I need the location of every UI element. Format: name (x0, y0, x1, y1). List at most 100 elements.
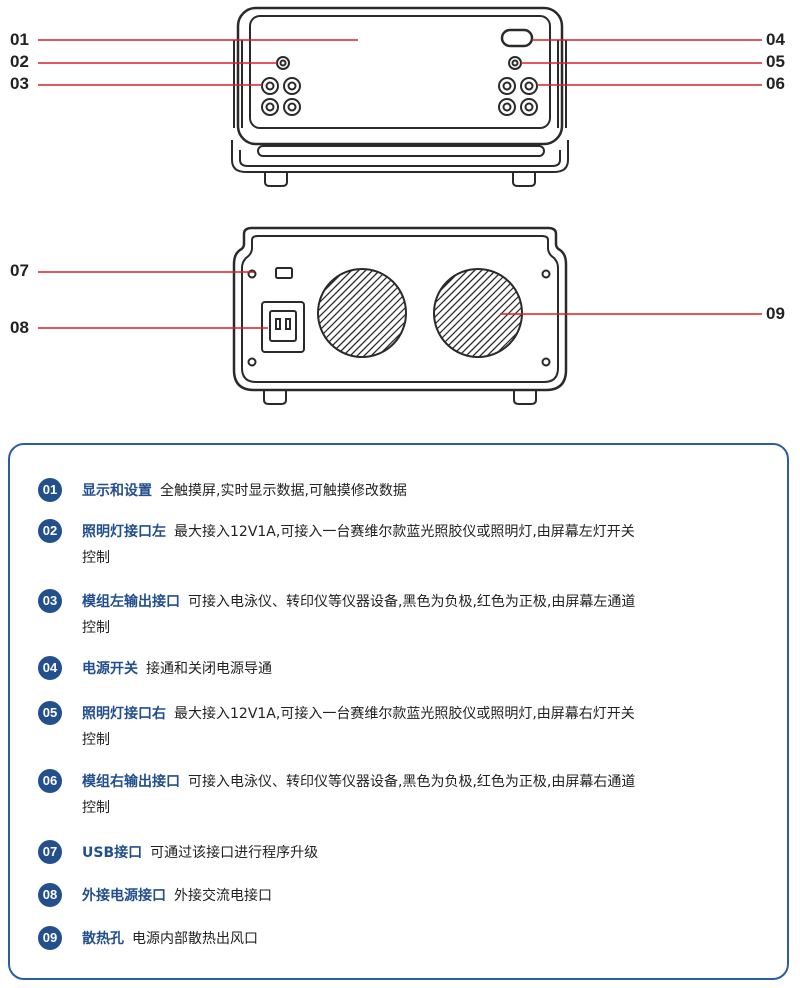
vent-slat (376, 269, 406, 357)
item-desc: 外接交流电接口 (174, 888, 272, 904)
vent-slat (434, 269, 498, 357)
item-title: 电源开关 (82, 661, 138, 677)
item-badge: 09 (38, 926, 62, 950)
item-desc-continued: 控制 (82, 800, 110, 816)
item-desc: 可通过该接口进行程序升级 (150, 845, 319, 861)
vent-slat (318, 269, 354, 357)
item-title: 模组左输出接口 (82, 594, 180, 610)
list-item-06: 06 模组右输出接口可接入电泳仪、转印仪等仪器设备,黑色为负极,红色为正极,由屏… (38, 769, 758, 821)
callout-label-07: 07 (10, 261, 29, 280)
callout-label-06: 06 (766, 74, 785, 93)
item-desc: 可接入电泳仪、转印仪等仪器设备,黑色为负极,红色为正极,由屏幕右通道 (188, 774, 636, 790)
vent-slat (318, 269, 368, 357)
vent-slat (318, 269, 326, 357)
vent-slat (327, 269, 406, 357)
item-badge: 05 (38, 701, 62, 725)
item-title: 模组右输出接口 (82, 774, 180, 790)
description-panel (8, 443, 789, 980)
list-item-05: 05 照明灯接口右最大接入12V1A,可接入一台赛维尔款蓝光照胶仪或照明灯,由屏… (38, 701, 758, 753)
item-badge: 08 (38, 883, 62, 907)
item-title: 散热孔 (82, 931, 124, 947)
vent-slat (320, 269, 406, 357)
item-desc: 可接入电泳仪、转印仪等仪器设备,黑色为负极,红色为正极,由屏幕左通道 (188, 594, 636, 610)
callout-label-09: 09 (766, 304, 785, 323)
item-desc-continued: 控制 (82, 620, 110, 636)
list-item-08: 08 外接电源接口外接交流电接口 (38, 883, 758, 909)
callout-label-01: 01 (10, 30, 29, 49)
item-title: 外接电源接口 (82, 888, 166, 904)
vent-slat (434, 269, 491, 357)
vent-slat (485, 269, 522, 357)
item-text: 外接电源接口外接交流电接口 (82, 883, 272, 909)
vent-slat (471, 269, 522, 357)
vent-slat (506, 269, 522, 357)
item-text: 模组右输出接口可接入电泳仪、转印仪等仪器设备,黑色为负极,红色为正极,由屏幕右通… (82, 769, 635, 821)
item-desc-continued: 控制 (82, 732, 110, 748)
vent-slat (434, 269, 519, 357)
vent-slat (436, 269, 522, 357)
list-item-01: 01 显示和设置全触摸屏,实时显示数据,可触摸修改数据 (38, 478, 758, 504)
vent-slat (362, 269, 406, 357)
item-badge: 01 (38, 478, 62, 502)
list-item-03: 03 模组左输出接口可接入电泳仪、转印仪等仪器设备,黑色为负极,红色为正极,由屏… (38, 589, 758, 641)
vent-slat (478, 269, 522, 357)
vent-slat (397, 269, 406, 357)
callout-label-04: 04 (766, 30, 785, 49)
vent-slat (355, 269, 406, 357)
item-desc: 最大接入12V1A,可接入一台赛维尔款蓝光照胶仪或照明灯,由屏幕右灯开关 (174, 706, 635, 722)
callout-label-02: 02 (10, 52, 29, 71)
vent-slat (318, 269, 389, 357)
vent-slat (492, 269, 522, 357)
list-item-09: 09 散热孔电源内部散热出风口 (38, 926, 758, 952)
callout-label-03: 03 (10, 74, 29, 93)
vent-slat (443, 269, 522, 357)
item-title: 照明灯接口左 (82, 524, 166, 540)
device-rear-view (38, 226, 762, 405)
vent-slat (434, 269, 470, 357)
vent-slat (348, 269, 406, 357)
item-desc: 全触摸屏,实时显示数据,可触摸修改数据 (160, 483, 407, 499)
item-badge: 07 (38, 840, 62, 864)
vent-slat (341, 269, 406, 357)
vent-slat (434, 269, 505, 357)
vent-slat (434, 269, 477, 357)
vent-slat (434, 269, 512, 357)
item-desc: 电源内部散热出风口 (132, 931, 258, 947)
vent-slat (318, 269, 347, 357)
vent-slat (318, 269, 382, 357)
vent-slat (334, 269, 406, 357)
item-text: 模组左输出接口可接入电泳仪、转印仪等仪器设备,黑色为负极,红色为正极,由屏幕左通… (82, 589, 635, 641)
vent-slat (318, 269, 375, 357)
vent-slat (464, 269, 522, 357)
vent-slat (434, 269, 463, 357)
vent-slat (318, 269, 361, 357)
callout-label-08: 08 (10, 318, 29, 337)
callout-label-05: 05 (766, 52, 785, 71)
vent-slat (383, 269, 406, 357)
item-badge: 06 (38, 769, 62, 793)
device-front-view (38, 6, 762, 187)
item-desc: 最大接入12V1A,可接入一台赛维尔款蓝光照胶仪或照明灯,由屏幕左灯开关 (174, 524, 635, 540)
vent-slat (434, 269, 484, 357)
list-item-02: 02 照明灯接口左最大接入12V1A,可接入一台赛维尔款蓝光照胶仪或照明灯,由屏… (38, 519, 758, 571)
item-desc: 接通和关闭电源导通 (146, 661, 272, 677)
list-item-04: 04 电源开关接通和关闭电源导通 (38, 656, 758, 682)
item-title: 显示和设置 (82, 483, 152, 499)
vent-slat (450, 269, 522, 357)
item-badge: 02 (38, 519, 62, 543)
vent-slat (369, 269, 406, 357)
item-text: USB接口可通过该接口进行程序升级 (82, 840, 318, 866)
vent-slat (434, 269, 456, 357)
item-badge: 04 (38, 656, 62, 680)
list-item-07: 07 USB接口可通过该接口进行程序升级 (38, 840, 758, 866)
item-badge: 03 (38, 589, 62, 613)
vent-slat (318, 269, 396, 357)
item-title: USB接口 (82, 845, 143, 861)
item-text: 照明灯接口左最大接入12V1A,可接入一台赛维尔款蓝光照胶仪或照明灯,由屏幕左灯… (82, 519, 635, 571)
vent-slat (434, 269, 442, 357)
vent-slat (318, 269, 403, 357)
item-desc-continued: 控制 (82, 550, 110, 566)
vent-slat (499, 269, 522, 357)
item-text: 显示和设置全触摸屏,实时显示数据,可触摸修改数据 (82, 478, 407, 504)
item-text: 电源开关接通和关闭电源导通 (82, 656, 272, 682)
